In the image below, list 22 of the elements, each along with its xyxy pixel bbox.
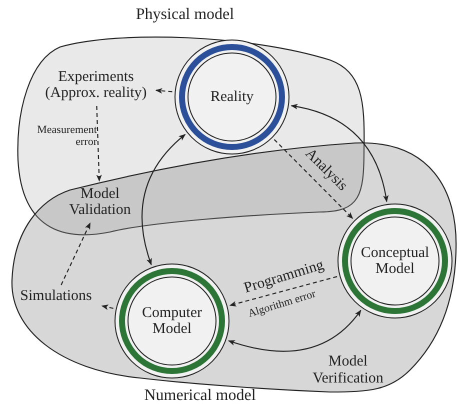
dashed-arrow: [155, 88, 172, 94]
circle-node: [174, 39, 290, 155]
circle-node: [114, 263, 230, 379]
region-heading: Numerical model: [144, 387, 256, 405]
arrow: [228, 310, 362, 352]
dashed-arrow: [60, 222, 91, 286]
arrow: [142, 134, 186, 266]
dashed-arrow: [274, 139, 354, 219]
node-label: Computer Model: [141, 304, 203, 338]
node-label: Conceptual Model: [360, 244, 430, 278]
region-heading: Physical model: [136, 6, 234, 24]
circle-node: [337, 203, 453, 319]
node-label: Reality: [210, 88, 254, 106]
dashed-arrow: [101, 304, 114, 310]
node-label: Model Validation: [60, 183, 140, 221]
arrow: [290, 104, 388, 202]
edge-label: Model Verification: [312, 354, 384, 386]
dashed-arrow: [229, 276, 338, 306]
edge-label: Measurement error: [36, 124, 97, 148]
node-label: Simulations: [12, 287, 100, 305]
node-label: Experiments (Approx. reality): [38, 66, 154, 104]
dashed-arrow: [96, 106, 102, 182]
